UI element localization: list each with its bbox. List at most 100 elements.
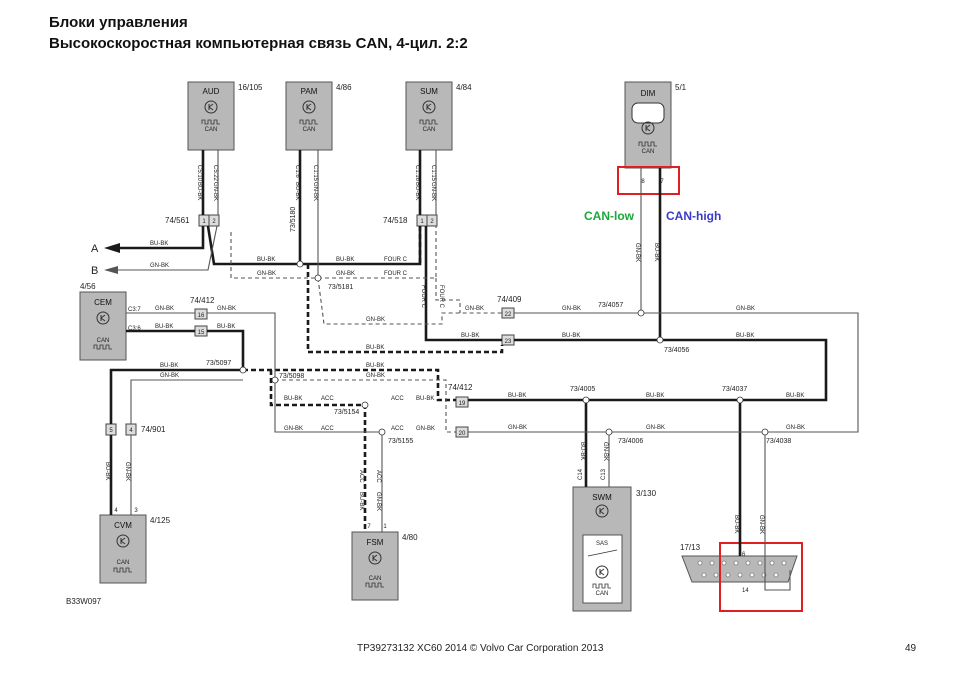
pin-label: 3 [134, 508, 138, 514]
svg-text:C5:10: C5:10 [196, 165, 202, 182]
highlight-box-obd [719, 542, 803, 612]
svg-text:73/5180: 73/5180 [290, 207, 297, 232]
signal-wave-icon [592, 583, 612, 589]
angle-sensor-icon [587, 549, 618, 557]
svg-text:ACC: ACC [391, 396, 404, 402]
svg-text:ACC: ACC [321, 396, 334, 402]
module-cem: CEM CAN 4/56 C3:7 C3:6 [79, 282, 141, 361]
svg-text:ACC: ACC [358, 470, 364, 483]
svg-text:GN-BK: GN-BK [602, 442, 608, 461]
signal-wave-icon [365, 582, 385, 588]
svg-text:GN-BK: GN-BK [212, 182, 218, 201]
output-a-label: A [91, 243, 99, 255]
svg-text:BU-BK: BU-BK [366, 363, 384, 369]
wire-labels-horizontal: BU-BK GN-BK BU-BK GN-BK BU-BK GN-BK FOUR… [150, 241, 805, 432]
svg-text:73/4037: 73/4037 [722, 386, 747, 393]
svg-text:C1:15: C1:15 [430, 165, 436, 182]
pin-label: C3:7 [128, 307, 141, 313]
svg-text:C1:15: C1:15 [312, 165, 318, 182]
svg-text:73/4056: 73/4056 [664, 347, 689, 354]
module-label: DIM [641, 89, 656, 98]
svg-text:GN-BK: GN-BK [312, 182, 318, 201]
svg-text:C13: C13 [601, 468, 607, 480]
svg-text:16: 16 [198, 313, 205, 319]
svg-text:BU-BK: BU-BK [196, 182, 202, 200]
svg-text:BU-BK: BU-BK [257, 257, 275, 263]
module-ref: 3/130 [636, 489, 657, 498]
signal-wave-icon [201, 119, 221, 125]
svg-text:73/4005: 73/4005 [570, 386, 595, 393]
instrument-cluster-icon [631, 102, 665, 124]
connector-ref: 74/518 [383, 216, 408, 225]
svg-text:73/5181: 73/5181 [328, 284, 353, 291]
pin-label: 1 [383, 524, 387, 530]
svg-text:4: 4 [129, 428, 133, 434]
svg-text:BU-BK: BU-BK [733, 515, 739, 533]
svg-text:73/4057: 73/4057 [598, 302, 623, 309]
svg-text:GN-BK: GN-BK [430, 182, 436, 201]
signal-wave-icon [299, 119, 319, 125]
pin-label: 4 [114, 508, 118, 514]
module-ref: 17/13 [680, 543, 701, 552]
svg-text:FOUR C: FOUR C [384, 271, 408, 277]
signal-wave-icon [93, 344, 113, 350]
svg-text:BU-BK: BU-BK [562, 333, 580, 339]
highlight-box-dim [617, 166, 680, 195]
svg-text:GN-BK: GN-BK [375, 492, 381, 511]
pin-label: 7 [660, 179, 664, 185]
pin-label: 7 [367, 524, 371, 530]
svg-text:BU-BK: BU-BK [217, 324, 235, 330]
splice-points [239, 260, 769, 436]
connector-ref: 74/409 [497, 295, 522, 304]
connector-74-412-b: 19 20 74/412 [448, 383, 473, 438]
can-label: CAN [303, 127, 316, 133]
svg-text:C1:6: C1:6 [294, 165, 300, 178]
pin-label: 8 [641, 179, 645, 185]
svg-text:GN-BK: GN-BK [124, 462, 130, 481]
module-ref: 16/105 [238, 83, 263, 92]
svg-text:19: 19 [459, 401, 466, 407]
svg-text:GN-BK: GN-BK [416, 426, 435, 432]
connector-ref: 74/901 [141, 425, 166, 434]
svg-text:22: 22 [505, 312, 512, 318]
module-aud: AUD CAN 16/105 [187, 81, 263, 151]
svg-text:GN-BK: GN-BK [150, 263, 169, 269]
svg-text:GN-BK: GN-BK [155, 306, 174, 312]
connector-74-409: 22 23 74/409 [497, 295, 522, 346]
svg-text:BU-BK: BU-BK [284, 396, 302, 402]
output-b-label: B [91, 265, 98, 277]
module-ref: 4/80 [402, 533, 418, 542]
svg-text:GN-BK: GN-BK [758, 515, 764, 534]
can-label: CAN [596, 591, 609, 597]
module-label: AUD [203, 87, 220, 96]
module-label: SUM [420, 87, 438, 96]
connector-ref: 74/561 [165, 216, 190, 225]
sas-subunit [582, 534, 623, 604]
wires-bu-bk-dashed [243, 226, 504, 532]
connector-74-901: 5 4 74/901 [105, 423, 166, 436]
svg-text:GN-BK: GN-BK [336, 271, 355, 277]
svg-text:73/4038: 73/4038 [766, 438, 791, 445]
svg-text:BU-BK: BU-BK [653, 243, 659, 261]
svg-text:BU-BK: BU-BK [508, 393, 526, 399]
pin-label: C3:6 [128, 326, 141, 332]
module-cvm: CVM CAN 4/125 4 3 [99, 508, 171, 584]
svg-text:BU-BK: BU-BK [160, 363, 178, 369]
page-title: Блоки управления [49, 14, 188, 31]
signal-wave-icon [638, 141, 658, 147]
wires-gn-bk [118, 150, 859, 591]
svg-text:73/5154: 73/5154 [334, 409, 359, 416]
obd-connector: 17/13 6 14 [680, 543, 798, 594]
svg-text:ACC: ACC [375, 470, 381, 483]
svg-text:20: 20 [459, 431, 466, 437]
can-low-annotation: CAN-low [584, 209, 635, 223]
svg-text:GN-BK: GN-BK [465, 306, 484, 312]
module-label: SWM [592, 493, 612, 502]
svg-text:GN-BK: GN-BK [646, 425, 665, 431]
svg-text:BU-BK: BU-BK [786, 393, 804, 399]
svg-text:BU-BK: BU-BK [150, 241, 168, 247]
pin-label: 14 [742, 588, 749, 594]
connector-74-518: 1 2 74/518 [383, 214, 438, 227]
svg-text:FOUR C: FOUR C [438, 285, 444, 309]
